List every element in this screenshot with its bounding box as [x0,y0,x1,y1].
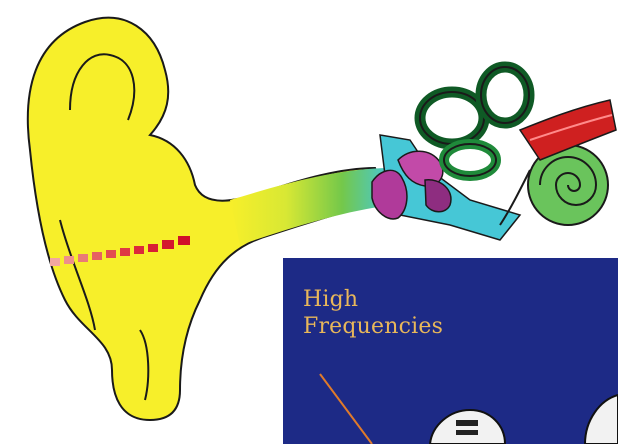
ossicles [372,170,407,219]
ear-canal [230,168,390,245]
inset-label: High Frequencies [303,286,443,340]
cochlea [500,145,608,225]
inset-label-line1: High [303,286,443,313]
inset-label-line2: Frequencies [303,313,443,340]
